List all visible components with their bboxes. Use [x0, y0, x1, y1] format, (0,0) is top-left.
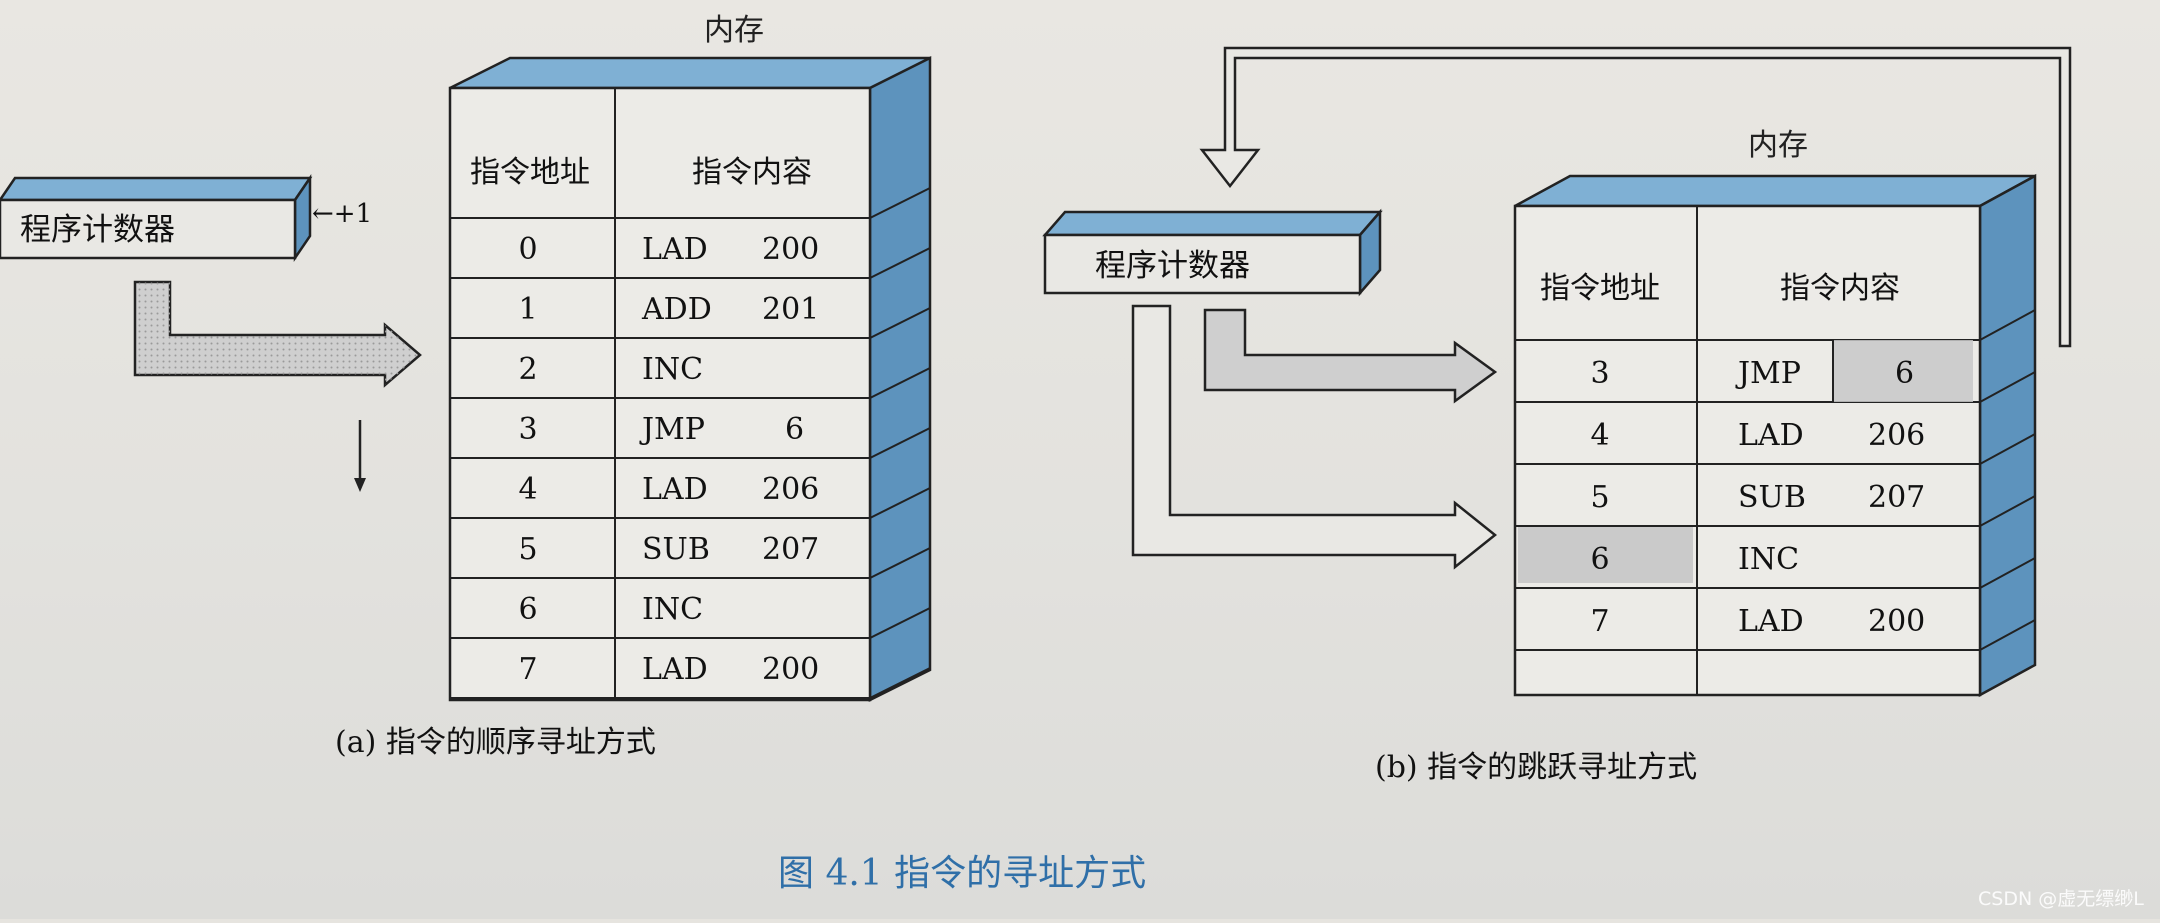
row-operand: 200: [1868, 604, 1925, 639]
pc-label-b: 程序计数器: [1095, 248, 1250, 284]
pc-top-face-a: [0, 176, 313, 202]
row-operand: 207: [762, 532, 819, 567]
row-opcode: SUB: [1738, 480, 1806, 515]
row-address: 6: [1590, 542, 1609, 577]
side-divider: [1979, 433, 2036, 465]
jump-target-highlight: [1833, 340, 1973, 402]
row-opcode: SUB: [642, 532, 710, 567]
row-address: 2: [518, 352, 537, 387]
row-operand: 206: [762, 472, 819, 507]
increment-label: ←+1: [312, 199, 372, 229]
side-divider: [1979, 371, 2036, 403]
side-divider: [869, 187, 931, 219]
side-divider: [869, 367, 931, 399]
col-address-header-a: 指令地址: [470, 155, 590, 190]
pc-top-face-b: [1042, 210, 1383, 237]
side-dividers-a: [869, 187, 931, 699]
row-opcode: LAD: [642, 652, 708, 687]
row-opcode: LAD: [642, 472, 708, 507]
memory-side-face-a: [868, 55, 932, 703]
side-divider: [869, 667, 931, 699]
row-opcode: INC: [642, 352, 703, 387]
side-divider: [869, 307, 931, 339]
figure-title: 图 4.1 指令的寻址方式: [778, 853, 1146, 894]
col-content-header-a: 指令内容: [692, 155, 812, 190]
row-opcode: ADD: [641, 292, 712, 327]
row-opcode: INC: [642, 592, 703, 627]
row-address: 3: [518, 412, 537, 447]
col-content-header-b: 指令内容: [1780, 271, 1900, 306]
row-opcode: LAD: [642, 232, 708, 267]
fetch-arrow-b: [1203, 308, 1498, 404]
row-operand: 201: [762, 292, 819, 327]
side-divider: [1979, 495, 2036, 527]
side-divider: [869, 547, 931, 579]
row-address: 7: [518, 652, 537, 687]
program-counter-b: [1043, 233, 1362, 295]
row-operand: 206: [1868, 418, 1925, 453]
memory-label-b: 内存: [1748, 128, 1808, 163]
caption-b: (b) 指令的跳跃寻址方式: [1375, 750, 1697, 785]
row-address: 0: [518, 232, 537, 267]
pc-label-a: 程序计数器: [20, 212, 175, 248]
row-address: 7: [1590, 604, 1609, 639]
row-operand: 200: [762, 652, 819, 687]
row-opcode: INC: [1738, 542, 1799, 577]
row-address: 1: [518, 292, 537, 327]
memory-top-face-b: [1514, 174, 2036, 208]
caption-a: (a) 指令的顺序寻址方式: [335, 725, 656, 760]
side-divider: [1979, 309, 2036, 341]
sequence-arrowhead: [354, 478, 366, 492]
row-operand: 6: [1895, 356, 1914, 391]
side-divider: [1979, 619, 2036, 651]
jump-arrow-b: [1131, 304, 1498, 570]
side-divider: [1979, 557, 2036, 589]
memory-table-b: [1513, 204, 1982, 697]
row-operand: 200: [762, 232, 819, 267]
row-operand: 6: [785, 412, 804, 447]
side-divider: [869, 607, 931, 639]
side-divider: [869, 487, 931, 519]
row-address: 4: [1590, 418, 1609, 453]
memory-label-a: 内存: [704, 13, 764, 48]
row-operand: 207: [1868, 480, 1925, 515]
row-address: 4: [518, 472, 537, 507]
memory-table-a: [448, 86, 872, 702]
address-6-highlight: [1518, 527, 1693, 583]
row-address: 5: [1590, 480, 1609, 515]
watermark: CSDN @虚无缥缈L: [1978, 888, 2144, 910]
row-opcode: LAD: [1738, 418, 1804, 453]
memory-top-face-a: [449, 56, 931, 90]
row-address: 3: [1590, 356, 1609, 391]
program-counter-a: [0, 198, 297, 260]
side-dividers-b: [1979, 309, 2036, 651]
col-address-header-b: 指令地址: [1540, 271, 1660, 306]
row-opcode: LAD: [1738, 604, 1804, 639]
fetch-arrow-texture-a: [135, 282, 420, 385]
row-dividers-a: [450, 217, 870, 699]
row-address: 5: [518, 532, 537, 567]
memory-side-face-b: [1978, 173, 2037, 698]
row-opcode: JMP: [1735, 356, 1801, 391]
row-opcode: JMP: [639, 412, 705, 447]
side-divider: [869, 247, 931, 279]
jump-loop-arrow: [1199, 46, 2072, 348]
side-divider: [869, 427, 931, 459]
row-address: 6: [518, 592, 537, 627]
